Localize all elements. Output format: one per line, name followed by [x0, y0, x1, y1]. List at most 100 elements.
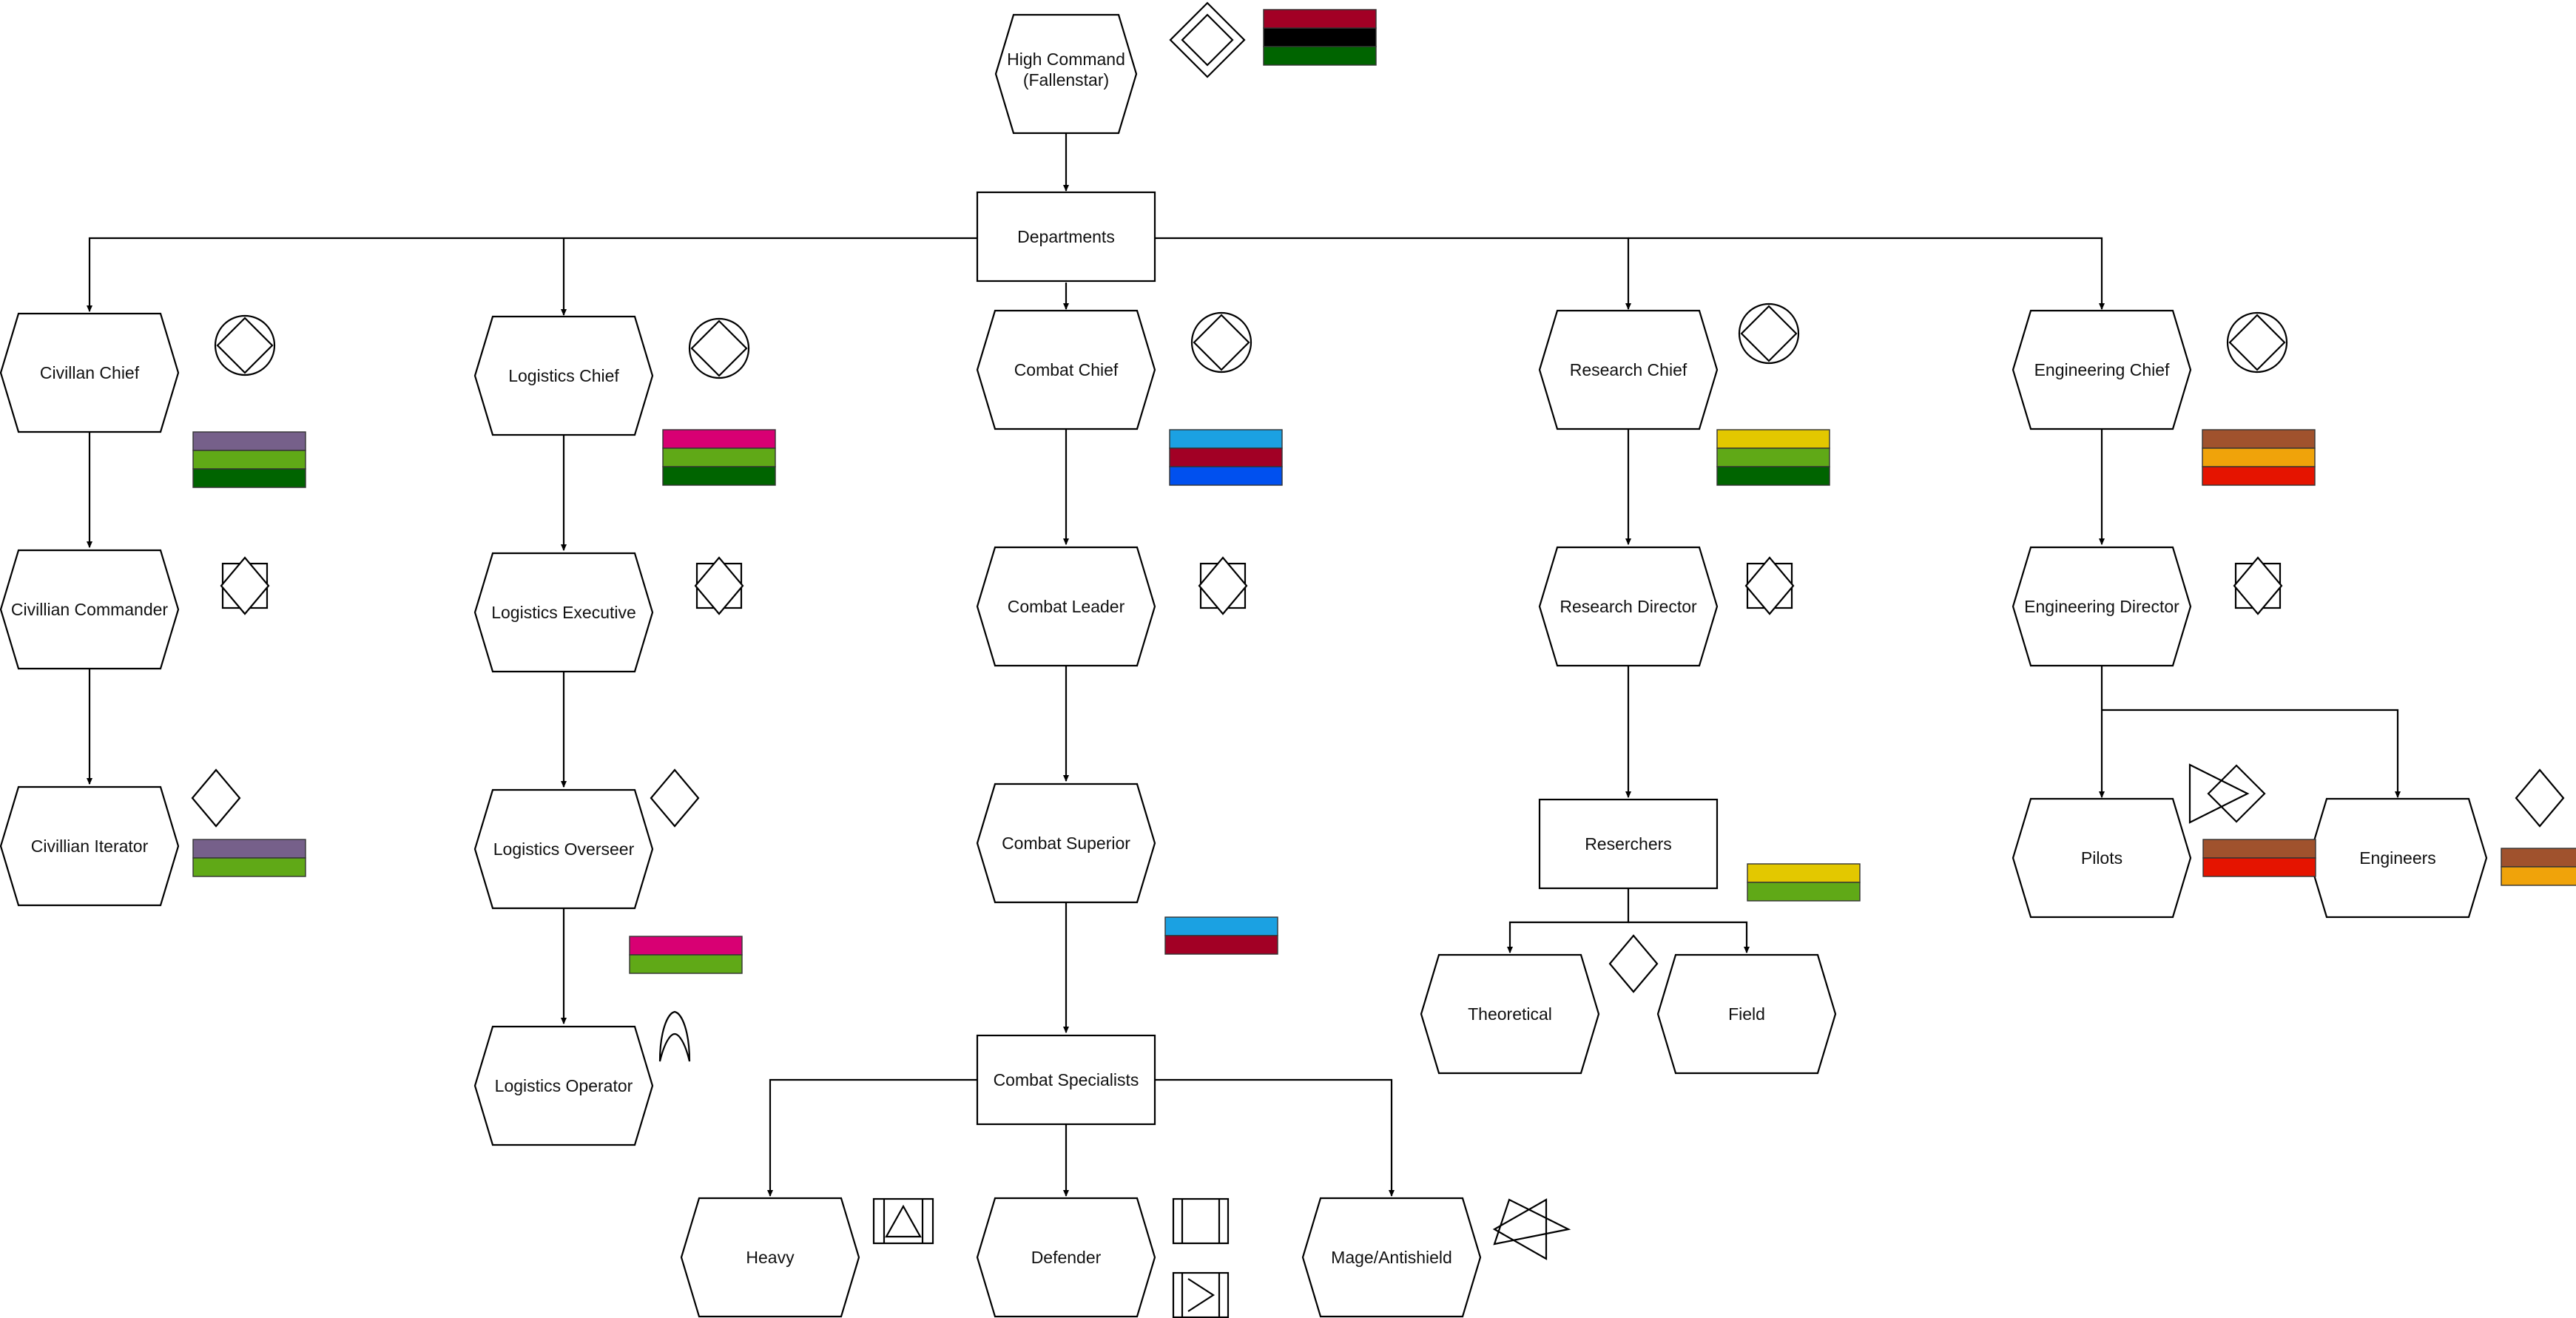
- flag-band: [2202, 429, 2316, 449]
- node-theoretical-label: Theoretical: [1468, 1004, 1552, 1024]
- diamond-in-square-icon: [220, 556, 270, 615]
- node-departments[interactable]: Departments: [976, 191, 1156, 283]
- diamond-in-circle-icon: [2226, 311, 2288, 374]
- flag-civilian-iterator: [192, 839, 306, 877]
- node-field[interactable]: Field: [1656, 953, 1837, 1075]
- flag-logistics-overseer: [629, 936, 743, 974]
- flag-band: [192, 450, 306, 470]
- flag-band: [1169, 466, 1283, 486]
- node-combat-chief[interactable]: Combat Chief: [976, 309, 1156, 430]
- flag-band: [662, 466, 776, 486]
- flag-combat-chief: [1169, 429, 1283, 486]
- flag-logistics-chief: [662, 429, 776, 486]
- node-combat-leader[interactable]: Combat Leader: [976, 546, 1156, 667]
- flag-band: [1716, 429, 1830, 449]
- node-defender[interactable]: Defender: [976, 1197, 1156, 1318]
- node-combat-chief-label: Combat Chief: [1014, 360, 1119, 379]
- flag-band: [1747, 863, 1861, 883]
- node-combat-leader-label: Combat Leader: [1008, 597, 1125, 616]
- edge-departments-civilian: [87, 237, 978, 312]
- node-combat-superior-label: Combat Superior: [1002, 834, 1130, 853]
- triangle-in-box-icon: [872, 1197, 934, 1245]
- diamond-icon: [191, 768, 241, 828]
- node-defender-label: Defender: [1031, 1248, 1102, 1267]
- department-flags: [192, 9, 2576, 974]
- flag-band: [629, 954, 743, 974]
- rank-icons: [191, 1, 2565, 1318]
- diamond-icon: [2515, 768, 2565, 828]
- edge-departments-research: [1156, 237, 1631, 310]
- flag-high-command: [1263, 9, 1377, 66]
- node-heavy[interactable]: Heavy: [680, 1197, 860, 1318]
- diamond-in-circle-icon: [1738, 303, 1800, 365]
- node-logistics-executive[interactable]: Logistics Executive: [473, 552, 654, 673]
- diamond-icon: [650, 768, 700, 828]
- flag-band: [2202, 447, 2316, 467]
- edge-reserchers-field: [1628, 921, 1750, 953]
- flag-engineering-chief: [2202, 429, 2316, 486]
- node-engineering-director[interactable]: Engineering Director: [2012, 546, 2192, 667]
- flag-band: [1263, 27, 1377, 47]
- flag-band: [192, 431, 306, 451]
- flag-civilian-chief: [192, 431, 306, 488]
- flag-band: [192, 839, 306, 859]
- node-research-director[interactable]: Research Director: [1538, 546, 1719, 667]
- node-reserchers[interactable]: Reserchers: [1538, 798, 1719, 890]
- edge-specialists-mage: [1156, 1078, 1395, 1197]
- flag-band: [2202, 466, 2316, 486]
- node-research-chief[interactable]: Research Chief: [1538, 309, 1719, 430]
- node-research-chief-label: Research Chief: [1570, 360, 1687, 379]
- flag-band: [1716, 447, 1830, 467]
- flag-pilots: [2202, 839, 2316, 877]
- flag-combat-superior: [1164, 916, 1278, 955]
- edge-engineering-director-engineers: [2102, 709, 2401, 798]
- star-of-david-icon: [1492, 1198, 1571, 1260]
- node-logistics-chief[interactable]: Logistics Chief: [473, 315, 654, 436]
- node-logistics-overseer[interactable]: Logistics Overseer: [473, 788, 654, 910]
- node-combat-superior[interactable]: Combat Superior: [976, 783, 1156, 904]
- node-theoretical[interactable]: Theoretical: [1420, 953, 1600, 1075]
- node-engineers[interactable]: Engineers: [2307, 797, 2488, 919]
- nodes: High Command (Fallenstar) Departments Ci…: [0, 13, 2488, 1318]
- node-field-label: Field: [1728, 1004, 1765, 1024]
- node-high-command-label-1: High Command: [1007, 50, 1125, 69]
- flag-band: [1263, 9, 1377, 29]
- diamond-in-square-icon: [2233, 556, 2283, 615]
- node-logistics-operator[interactable]: Logistics Operator: [473, 1025, 654, 1146]
- node-logistics-overseer-label: Logistics Overseer: [493, 839, 635, 859]
- node-civilian-iterator[interactable]: Civillian Iterator: [0, 785, 180, 907]
- connectors: [87, 134, 2401, 1197]
- edge-departments-engineering: [1628, 237, 2105, 310]
- node-mage-antishield[interactable]: Mage/Antishield: [1301, 1197, 1482, 1318]
- node-high-command[interactable]: High Command (Fallenstar): [994, 13, 1138, 135]
- flag-research-chief: [1716, 429, 1830, 486]
- node-pilots[interactable]: Pilots: [2012, 797, 2192, 919]
- node-combat-specialists[interactable]: Combat Specialists: [976, 1034, 1156, 1126]
- flag-band: [1164, 916, 1278, 936]
- flag-band: [192, 468, 306, 488]
- flag-engineers: [2501, 848, 2576, 886]
- flag-band: [1747, 882, 1861, 902]
- arrowhead-in-box-icon: [1172, 1271, 1230, 1318]
- node-departments-label: Departments: [1017, 227, 1115, 246]
- diamond-icon: [1608, 934, 1659, 993]
- flag-band: [1169, 447, 1283, 467]
- diamond-in-circle-icon: [1190, 311, 1252, 374]
- diamond-in-square-icon: [1744, 556, 1795, 615]
- node-civilian-commander[interactable]: Civillian Commander: [0, 549, 180, 670]
- node-civilian-commander-label: Civillian Commander: [11, 600, 169, 619]
- node-civilian-chief[interactable]: Civillan Chief: [0, 312, 180, 433]
- node-reserchers-label: Reserchers: [1585, 834, 1672, 854]
- node-engineering-chief-label: Engineering Chief: [2034, 360, 2170, 379]
- node-combat-specialists-label: Combat Specialists: [994, 1070, 1139, 1089]
- node-research-director-label: Research Director: [1560, 597, 1697, 616]
- node-engineering-chief[interactable]: Engineering Chief: [2012, 309, 2192, 430]
- flag-band: [1169, 429, 1283, 449]
- flag-band: [2501, 866, 2576, 886]
- flag-band: [2202, 857, 2316, 877]
- flag-band: [1263, 46, 1377, 66]
- node-mage-antishield-label: Mage/Antishield: [1331, 1248, 1452, 1267]
- node-civilian-chief-label: Civillan Chief: [40, 363, 140, 382]
- diamond-with-triangle-icon: [2188, 763, 2266, 824]
